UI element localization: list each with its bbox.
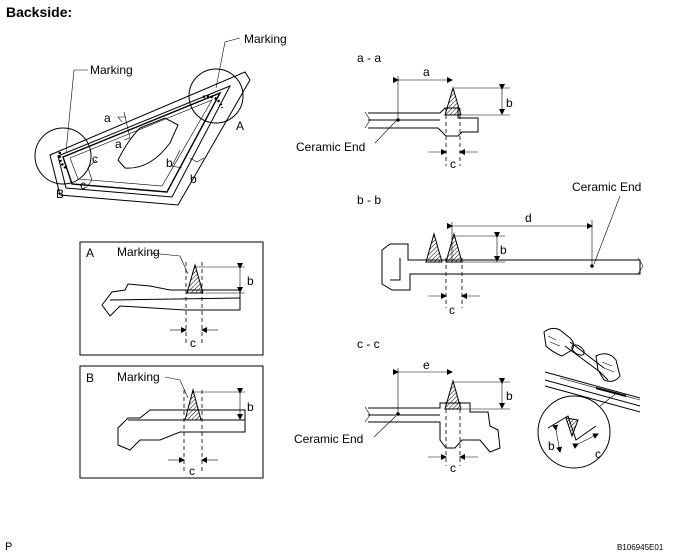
- section-bb-drawing: [381, 195, 644, 308]
- section-bb-c: c: [449, 303, 455, 317]
- page-letter: P: [5, 541, 13, 553]
- overview-arrow-b1: b: [166, 156, 173, 170]
- bead-cc: [444, 379, 462, 410]
- overview-arrow-a1: a: [104, 111, 111, 125]
- overview-marking-left-label: Marking: [90, 63, 133, 77]
- section-bb-b: b: [500, 243, 507, 257]
- section-cc-b: b: [506, 389, 513, 403]
- detail-circle-B: [34, 127, 92, 185]
- leader-marking-top: [215, 37, 241, 89]
- overview-label-A: A: [236, 119, 244, 133]
- bead-aa: [444, 86, 462, 116]
- overview-arrow-c1: c: [92, 152, 98, 166]
- detail-A-c: c: [190, 336, 196, 350]
- figure-code: B106945E01: [617, 543, 664, 552]
- detail-B-b: b: [247, 400, 254, 414]
- section-cc-c: c: [450, 461, 456, 475]
- applicator-b: b: [548, 439, 555, 453]
- section-aa-drawing: [364, 76, 510, 166]
- overview-arrow-c2: c: [80, 178, 86, 192]
- detail-B-c: c: [189, 464, 195, 478]
- section-cc-drawing: [364, 368, 510, 466]
- detail-box-B: [79, 365, 264, 479]
- section-aa-ceramic-end: Ceramic End: [296, 140, 365, 154]
- overview-arrow-a2: a: [115, 137, 122, 151]
- detail-B-marking: Marking: [117, 370, 160, 384]
- detail-A-b: b: [247, 274, 254, 288]
- section-aa-c: c: [450, 157, 456, 171]
- section-aa-b: b: [506, 96, 513, 110]
- detail-B-title: B: [86, 371, 94, 385]
- marking-bead-A: [186, 263, 204, 294]
- marking-dots-top: [202, 95, 224, 109]
- section-cc-title: c - c: [357, 337, 380, 351]
- section-bb-title: b - b: [357, 193, 381, 207]
- glass-outline-outer: [49, 71, 251, 206]
- section-bb-d: d: [525, 211, 532, 225]
- applicator-illustration: [537, 327, 641, 469]
- hand-right: [595, 353, 621, 382]
- section-bb-ceramic-end: Ceramic End: [572, 180, 641, 194]
- overview-arrow-b2: b: [190, 172, 197, 186]
- hand-left: [543, 327, 575, 357]
- bead-bb-1: [425, 232, 443, 263]
- detail-A-title: A: [86, 246, 94, 260]
- glass-overview: [34, 37, 251, 206]
- leader-marking-left: [65, 69, 88, 153]
- section-cc-ceramic-end: Ceramic End: [294, 432, 363, 446]
- overview-label-B: B: [56, 187, 64, 201]
- detail-box-A: [79, 241, 264, 356]
- applicator-c: c: [595, 447, 601, 461]
- applicator-gun: [564, 345, 609, 381]
- section-aa-a: a: [423, 65, 430, 79]
- zoom-circle: [537, 395, 611, 469]
- page-title: Backside:: [6, 4, 73, 20]
- detail-A-marking: Marking: [117, 245, 160, 259]
- section-aa-title: a - a: [357, 51, 381, 65]
- glass-inner-panel: [117, 117, 179, 169]
- glass-outline-mid: [57, 85, 232, 198]
- bead-bb-2: [445, 232, 463, 263]
- detail-circle-A: [188, 68, 244, 124]
- glass-molding: [62, 91, 222, 193]
- marking-bead-B: [184, 388, 202, 421]
- overview-marking-top-label: Marking: [244, 32, 287, 46]
- section-cc-e: e: [423, 358, 430, 372]
- marking-dots-left: [58, 151, 67, 169]
